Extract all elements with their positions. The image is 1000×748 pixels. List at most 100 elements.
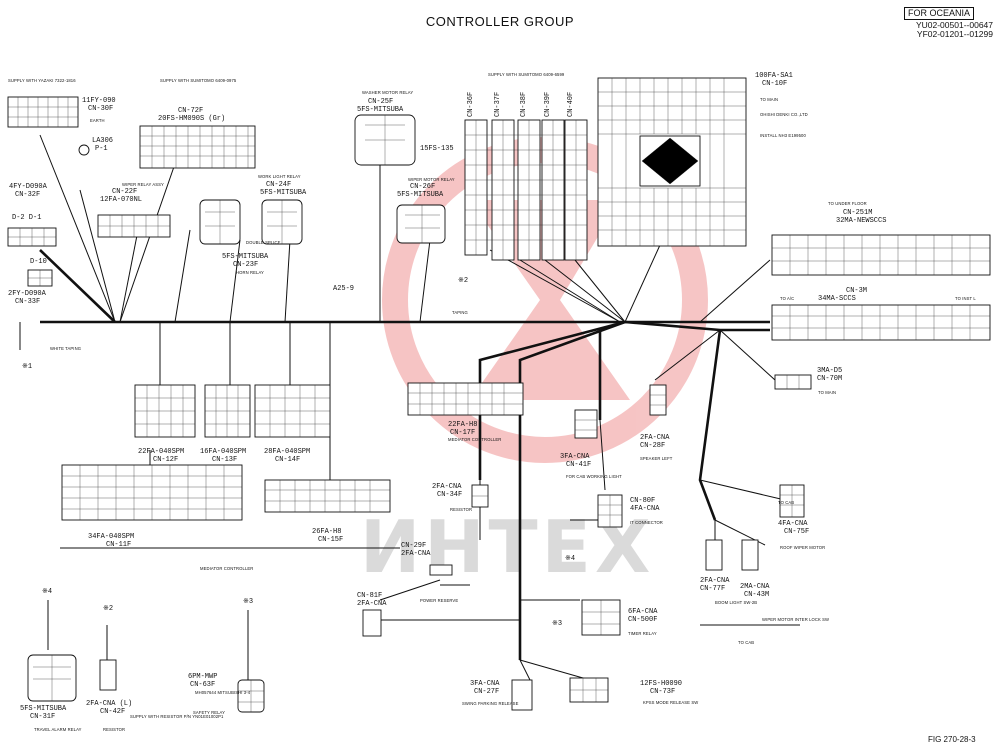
note-swing-parking: SWING PARKING RELEASE	[462, 701, 519, 706]
connector-10f-name: 100FA-SA1	[755, 72, 793, 80]
connector-14f-code: CN-14F	[275, 456, 301, 464]
connector-63f-name: 6PM-MWP	[188, 673, 218, 681]
connector-70m-name: 3MA-D5	[817, 367, 843, 375]
connector-15fs-name: 15FS-135	[420, 145, 454, 153]
connector-22f-name: 12FA-070NL	[100, 196, 143, 204]
note-for-cab: FOR CAB WORKING LIGHT	[566, 474, 622, 479]
connector-39f-code: CN-39F	[544, 91, 552, 117]
note-install: INSTALL NH3 E199500	[760, 133, 806, 138]
connector-12f-code: CN-12F	[153, 456, 179, 464]
connector-500f-name: 6FA-CNA	[628, 608, 658, 616]
harness-ref-2c: ※2	[103, 605, 114, 613]
note-mediator-ctrl-2: MEDIATOR CONTROLLER	[200, 566, 254, 571]
connector-13f-name: 16FA-040SPM	[200, 448, 247, 456]
harness-ref-3: ※3	[243, 598, 254, 606]
connector-10f-code: CN-10F	[762, 80, 788, 88]
note-white-taping: WHITE TAPING	[50, 346, 82, 351]
note-to-main-2: TO MAIN	[818, 390, 837, 395]
connector-63f-code: CN-63F	[190, 681, 216, 689]
note-power-reserve: POWER RESERVE	[420, 598, 459, 603]
note-resistor-2: RESISTOR	[103, 727, 126, 732]
connector-72f-name: 20FS-HM090S (Gr)	[158, 115, 226, 123]
connector-34f-code: CN-34F	[437, 491, 463, 499]
connector-27f-code: CN-27F	[474, 688, 500, 696]
connector-77f-name: 2FA-CNA	[700, 577, 730, 585]
connector-75f-name: 4FA-CNA	[778, 520, 808, 528]
connector-80f-code: CN-80F	[630, 497, 656, 505]
connector-27f-name: 3FA-CNA	[470, 680, 500, 688]
note-wiper-assy: WIPER RELAY ASSY	[122, 182, 164, 187]
note-supply-resistor: SUPPLY WITH RESISTOR P/N YN01E01002P1	[130, 714, 224, 719]
connector-11f-name: 34FA-040SPM	[88, 533, 135, 541]
connector-33f-code: CN-33F	[15, 298, 41, 306]
note-kpss-mode: KPSS MODE RELEASE SW	[643, 700, 699, 705]
connector-25f-name: 5FS-MITSUBA	[357, 106, 404, 114]
connector-29f-name: 2FA-CNA	[401, 550, 431, 558]
connector-4fy-code: CN-32F	[15, 191, 41, 199]
note-to-inst: TO INST L	[955, 296, 976, 301]
connector-73f-name: 12FS-H0090	[640, 680, 683, 688]
connector-17f-name: 22FA-H8	[448, 421, 478, 429]
harness-ref-1: ※1	[22, 363, 33, 371]
connector-36f-code: CN-36F	[467, 91, 475, 117]
note-it-connector: IT CONNECTOR	[630, 520, 663, 525]
connector-28f-name: 2FA-CNA	[640, 434, 670, 442]
connector-42f-name: 2FA-CNA (L)	[86, 700, 133, 708]
connector-4fy-name: 4FY-D090A	[9, 183, 47, 191]
connector-43m-code: CN-43M	[744, 591, 770, 599]
part-diodes-d2-d1: D-2 D-1	[12, 214, 42, 222]
note-wiper-relay: WIPER MOTOR RELAY	[408, 177, 455, 182]
connector-38f-code: CN-38F	[520, 91, 528, 117]
connector-251m-code: CN-251M	[843, 209, 873, 217]
note-mitsubishi: MH057644 MITSUBISHI 3-4	[195, 690, 251, 695]
note-to-main: TO MAIN	[760, 97, 779, 102]
connector-11fy-code: CN-30F	[88, 105, 114, 113]
connector-34f-name: 2FA-CNA	[432, 483, 462, 491]
connector-70m-code: CN-70M	[817, 375, 843, 383]
connector-31f-code: CN-31F	[30, 713, 56, 721]
connector-12f-name: 22FA-040SPM	[138, 448, 185, 456]
note-boom-light: BOOM LIGHT SW-2B	[715, 600, 758, 605]
connector-14f-name: 28FA-040SPM	[264, 448, 311, 456]
connector-28f-code: CN-28F	[640, 442, 666, 450]
connector-bodies	[7, 77, 991, 713]
note-safety-relay: SAFETY RELAY	[193, 710, 225, 715]
connector-23f-code: CN-23F	[233, 261, 259, 269]
connector-3m-code: CN-3M	[846, 287, 868, 295]
connector-75f-code: CN-75F	[784, 528, 810, 536]
figure-number: FIG 270-28-3	[928, 735, 976, 744]
connector-81f-code: CN-81F	[357, 592, 383, 600]
connector-13f-code: CN-13F	[212, 456, 238, 464]
note-travel-alarm: TRAVEL ALARM RELAY	[34, 727, 82, 732]
connector-29f-code: CN-29F	[401, 542, 427, 550]
connector-33f-name: 2FY-D090A	[8, 290, 46, 298]
harness-ref-3b: ※3	[552, 620, 563, 628]
connector-26f-code: CN-26F	[410, 183, 436, 191]
connector-3m-name: 34MA-SCCS	[818, 295, 856, 303]
note-roof-wiper: ROOF WIPER MOTOR	[780, 545, 826, 550]
connector-11fy-name: 11FY-090	[82, 97, 116, 105]
harness-main-label: A25-9	[333, 285, 355, 293]
connector-37f-code: CN-37F	[494, 91, 502, 117]
connector-24f-name: 5FS-MITSUBA	[260, 189, 307, 197]
connector-42f-code: CN-42F	[100, 708, 126, 716]
connector-72f-code: CN-72F	[178, 107, 204, 115]
connector-15f-name: 26FA-H8	[312, 528, 342, 536]
connector-251m-name: 32MA-NEWSCCS	[836, 217, 887, 225]
note-timer-relay: TIMER RELAY	[628, 631, 657, 636]
note-mediator-ctrl: MEDIATOR CONTROLLER	[448, 437, 502, 442]
connector-22f-code: CN-22F	[112, 188, 138, 196]
connector-43m-name: 2MA-CNA	[740, 583, 770, 591]
note-washer-relay: WASHER MOTOR RELAY	[362, 90, 414, 95]
connector-26f-name: 5FS-MITSUBA	[397, 191, 444, 199]
connector-31f-name: 5FS-MITSUBA	[20, 705, 67, 713]
connector-500f-code: CN-500F	[628, 616, 658, 624]
connector-81f-name: 2FA-CNA	[357, 600, 387, 608]
connector-77f-code: CN-77F	[700, 585, 726, 593]
note-double-splice: DOUBLE SPLICE	[246, 240, 281, 245]
note-to-cab: TO CAB	[778, 500, 795, 505]
harness-ref-2: ※2	[458, 277, 469, 285]
note-work-light: WORK LIGHT RELAY	[258, 174, 301, 179]
connector-17f-code: CN-17F	[450, 429, 476, 437]
